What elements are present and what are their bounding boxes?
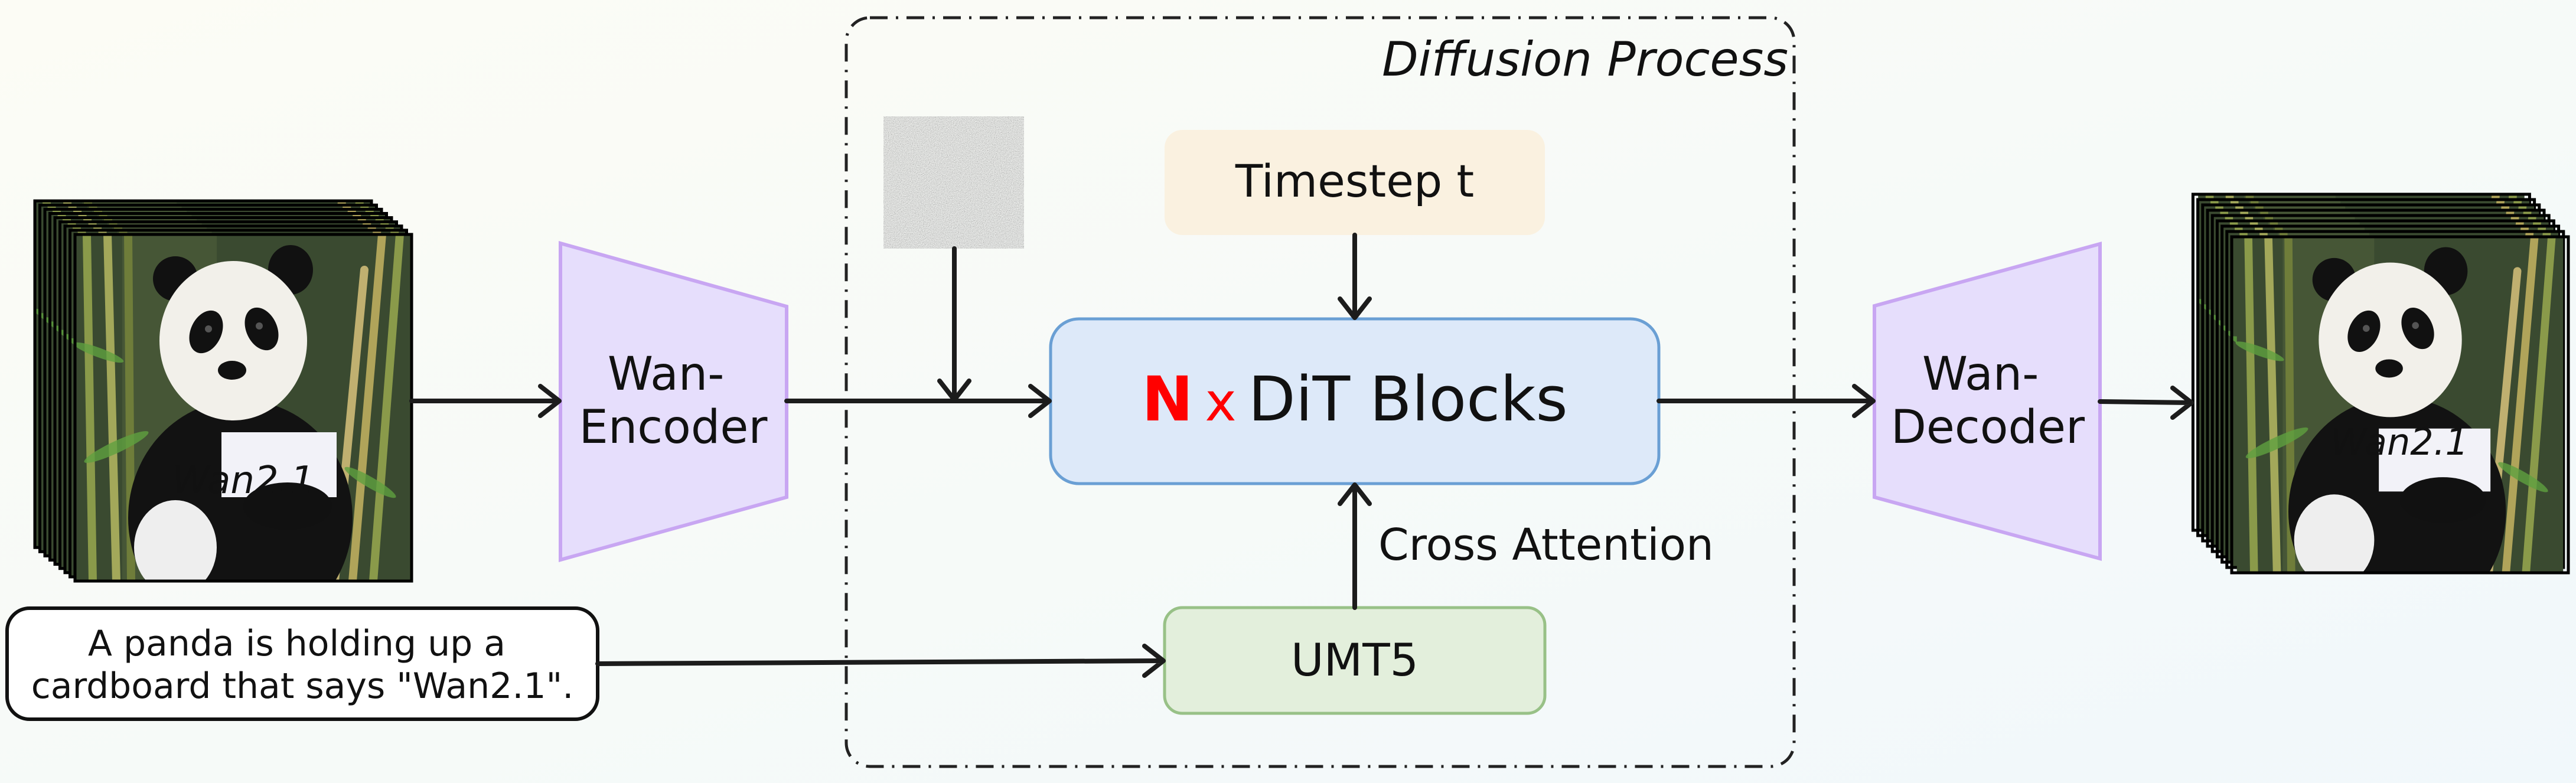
decoder-line-2: Decoder: [1891, 401, 2085, 454]
dit-n: N: [1142, 363, 1193, 435]
encoder-label: Wan- Encoder: [579, 348, 768, 454]
decoder-label: Wan- Decoder: [1891, 348, 2085, 454]
umt5-label: UMT5: [1291, 634, 1419, 686]
arrow-input-to-encoder: [409, 384, 562, 418]
prompt-line-2: cardboard that says "Wan2.1".: [31, 665, 574, 707]
prompt-line-1: A panda is holding up a: [88, 623, 506, 664]
dit-x: x: [1205, 371, 1236, 433]
arrow-encoder-to-dit: [784, 384, 1052, 418]
dit-blocks-text: DiT Blocks: [1248, 363, 1568, 435]
arrow-umt5-to-dit: [1338, 482, 1372, 610]
output-sign-text: Wan2.1: [2330, 420, 2469, 464]
prompt-text: A panda is holding up a cardboard that s…: [31, 623, 574, 707]
wan-decoder: [1873, 242, 2102, 561]
arrow-prompt-to-umt5: [595, 644, 1166, 678]
timestep-box: [1165, 130, 1545, 235]
timestep-label: Timestep t: [1235, 155, 1474, 207]
arrow-dit-to-decoder: [1657, 384, 1876, 418]
video-frame-border: [73, 233, 413, 583]
input-video-frames: [33, 199, 413, 636]
arrow-noise-to-latent: [937, 246, 971, 402]
noise-latent-image: [883, 116, 1024, 249]
cross-attention-label: Cross Attention: [1378, 520, 1714, 570]
video-frame-border: [2230, 235, 2570, 575]
wan-encoder: [559, 241, 788, 562]
encoder-line-1: Wan-: [608, 348, 725, 401]
diffusion-process-label: Diffusion Process: [1382, 32, 1788, 87]
diffusion-process-container: [844, 16, 1796, 768]
video-frame: [72, 234, 412, 636]
input-sign-text: Wan2.1: [172, 459, 314, 503]
arrow-timestep-to-dit: [1338, 233, 1372, 320]
output-video-frames: [2191, 193, 2570, 575]
arrow-decoder-to-output: [2098, 386, 2194, 420]
encoder-line-2: Encoder: [579, 401, 768, 454]
decoder-line-1: Wan-: [1922, 348, 2039, 401]
